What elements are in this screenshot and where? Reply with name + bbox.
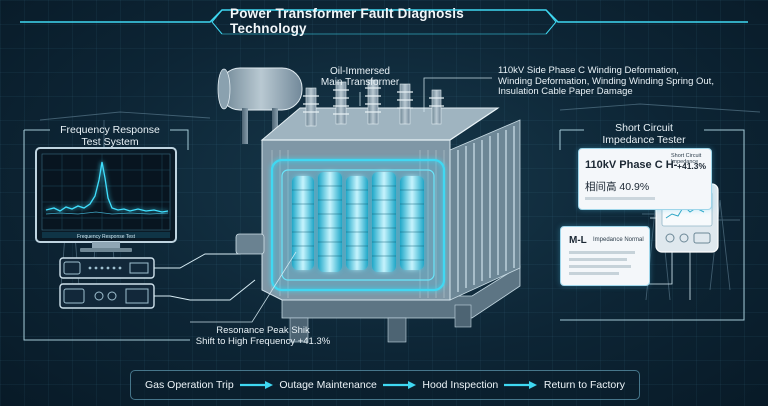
impedance-card-percent: +41.3% xyxy=(677,161,707,171)
winding-coils xyxy=(292,172,424,272)
flow-step-gas-trip: Gas Operation Trip xyxy=(145,379,234,391)
frequency-monitor xyxy=(35,147,177,252)
label-line: 110kV Side Phase C Winding Deformation, xyxy=(498,65,679,76)
label-line: Resonance Peak Shik xyxy=(216,325,310,336)
right-panel-frame xyxy=(559,129,745,321)
test-instrument-unit xyxy=(59,257,155,309)
impedance-card-line1-left: 110kV Phase C H- xyxy=(585,159,678,171)
label-oil-transformer: Oil-Immersed Main Transformer xyxy=(318,66,402,88)
label-line: Frequency Response xyxy=(60,124,160,136)
flow-step-outage: Outage Maintenance xyxy=(279,379,377,391)
flow-step-return: Return to Factory xyxy=(543,379,625,391)
label-line: Main Transformer xyxy=(320,77,400,88)
arrow-right-icon xyxy=(239,381,273,389)
impedance-normal-card: M-L Impedance Normal xyxy=(560,226,650,286)
flow-step-hood: Hood Inspection xyxy=(422,379,499,391)
label-line: Impedance Tester xyxy=(602,134,686,146)
label-frequency-response-system: Frequency Response Test System xyxy=(50,124,170,148)
label-line: Test System xyxy=(81,136,139,148)
card-row xyxy=(569,272,619,275)
title-frame xyxy=(20,9,748,35)
label-impedance-tester: Short Circuit Impedance Tester xyxy=(584,122,704,146)
card-mini-line: Impedance xyxy=(671,159,699,165)
monitor-caption: Frequency Response Test xyxy=(77,234,135,240)
label-line: Oil-Immersed xyxy=(329,66,390,77)
title-banner: Power Transformer Fault Diagnosis Techno… xyxy=(230,6,538,36)
label-fault-description: 110kV Side Phase C Winding Deformation, … xyxy=(498,65,748,98)
transformer-illustration xyxy=(217,67,521,343)
card2-rows xyxy=(569,251,641,275)
impedance-card2-sub: Impedance Normal xyxy=(593,237,644,243)
impedance-card2-heading: M-L xyxy=(569,235,587,246)
process-flow: Gas Operation Trip Outage Maintenance Ho… xyxy=(130,370,640,400)
card-row xyxy=(569,258,627,261)
arrow-right-icon xyxy=(382,381,416,389)
bushings xyxy=(303,79,444,127)
card-mini-line: Short Circuit xyxy=(671,153,702,159)
card-row xyxy=(569,251,635,254)
impedance-card-line2: 相间高 40.9% xyxy=(585,181,650,193)
left-panel-frame xyxy=(23,129,190,341)
label-resonance-shift: Resonance Peak Shik Shift to High Freque… xyxy=(188,325,338,347)
impedance-card-line1-mid: Short Circuit Impedance xyxy=(671,153,701,165)
page-title: Power Transformer Fault Diagnosis Techno… xyxy=(230,6,464,36)
arrow-right-icon xyxy=(504,381,538,389)
impedance-result-card: 110kV Phase C H- Short Circuit Impedance… xyxy=(578,148,712,210)
label-line: Insulation Cable Paper Damage xyxy=(498,86,633,97)
label-line: Shift to High Frequency +41.3% xyxy=(195,335,331,347)
frequency-response-curve xyxy=(45,161,169,213)
card-row xyxy=(569,265,631,268)
card-divider xyxy=(585,197,655,200)
label-line: Winding Deformation, Winding Winding Spr… xyxy=(498,75,714,87)
label-line: Short Circuit xyxy=(615,122,673,134)
